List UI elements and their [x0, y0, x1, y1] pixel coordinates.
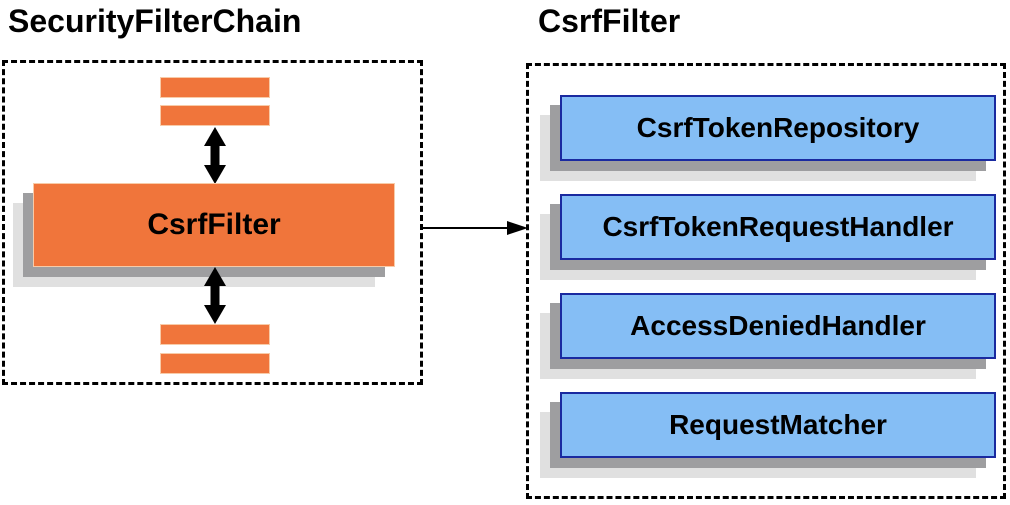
right-panel-title: CsrfFilter: [538, 3, 681, 39]
filter-placeholder-bar: [160, 77, 270, 98]
component-box-csrf-token-request-handler: CsrfTokenRequestHandler: [560, 194, 996, 260]
component-label: RequestMatcher: [669, 409, 887, 440]
filter-placeholder-bar: [160, 105, 270, 126]
arrow-right-icon: [423, 221, 528, 235]
component-box-csrf-token-repository: CsrfTokenRepository: [560, 95, 996, 161]
double-arrow-icon: [204, 127, 226, 184]
component-label: CsrfTokenRequestHandler: [602, 211, 954, 242]
filter-placeholder-bar: [160, 324, 270, 345]
security-filter-chain-panel: [2, 60, 423, 385]
double-arrow-icon: [204, 267, 226, 324]
csrf-filter-panel: [526, 63, 1006, 499]
csrf-filter-box: CsrfFilter: [33, 183, 395, 267]
component-box-access-denied-handler: AccessDeniedHandler: [560, 293, 996, 359]
csrf-filter-box-label: CsrfFilter: [147, 208, 281, 241]
component-label: CsrfTokenRepository: [636, 112, 920, 143]
component-box-request-matcher: RequestMatcher: [560, 392, 996, 458]
filter-placeholder-bar: [160, 353, 270, 374]
component-label: AccessDeniedHandler: [630, 310, 926, 341]
left-panel-title: SecurityFilterChain: [8, 3, 302, 39]
